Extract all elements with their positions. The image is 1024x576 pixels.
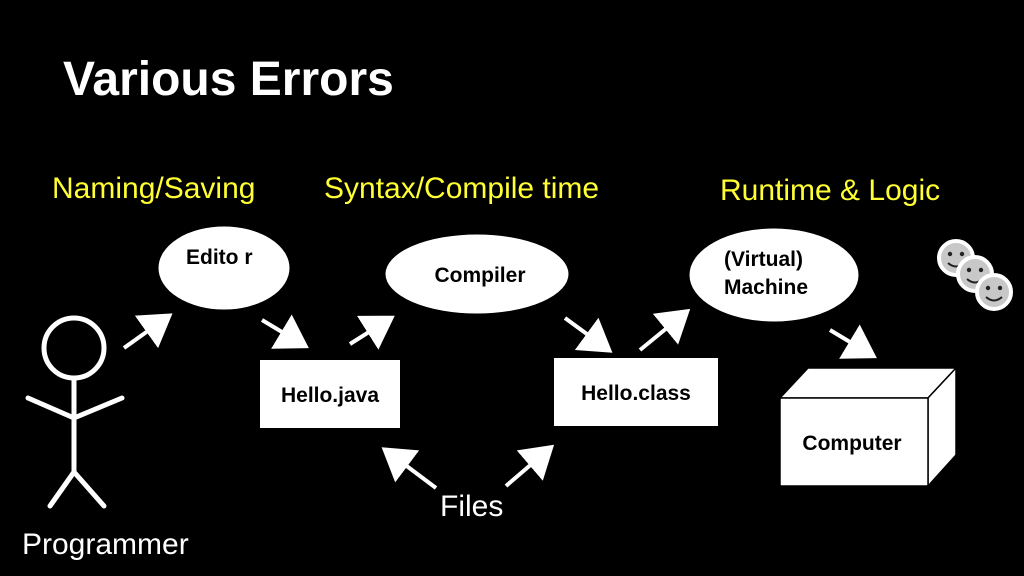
category-runtime-logic: Runtime & Logic [720, 174, 941, 207]
smiley-faces-icon [937, 239, 1013, 311]
arrow-vm-to-computer [828, 324, 877, 359]
stick-figure-icon [25, 315, 125, 509]
virtual-machine-label-line1: (Virtual) [724, 248, 803, 271]
arrow-files-to-class [504, 444, 555, 488]
virtual-machine-label-line2: Machine [724, 276, 809, 299]
compiler-label: Compiler [434, 264, 526, 287]
programmer-label: Programmer [22, 528, 189, 561]
virtual-machine-label: (Virtual) Machine [700, 246, 850, 302]
virtual-machine-node [688, 227, 860, 323]
arrow-files-to-java [381, 447, 438, 490]
slide-title: Various Errors [63, 53, 394, 106]
category-syntax-compile: Syntax/Compile time [324, 172, 600, 205]
hello-class-node [554, 358, 718, 426]
files-label: Files [440, 490, 504, 523]
hello-class-label: Hello.class [581, 382, 691, 405]
editor-node [157, 225, 291, 311]
computer-label: Computer [802, 432, 902, 455]
arrow-class-to-vm [638, 308, 691, 352]
arrow-programmer-to-editor [122, 313, 173, 350]
arrow-editor-to-java [260, 314, 309, 349]
arrow-java-to-compiler [348, 315, 395, 350]
hello-java-label: Hello.java [280, 384, 380, 407]
editor-label: Edito r [186, 246, 253, 269]
compiler-node [384, 233, 570, 315]
computer-node [778, 366, 958, 488]
hello-java-node [260, 360, 400, 428]
category-naming-saving: Naming/Saving [52, 172, 256, 205]
arrow-compiler-to-class [563, 316, 613, 353]
